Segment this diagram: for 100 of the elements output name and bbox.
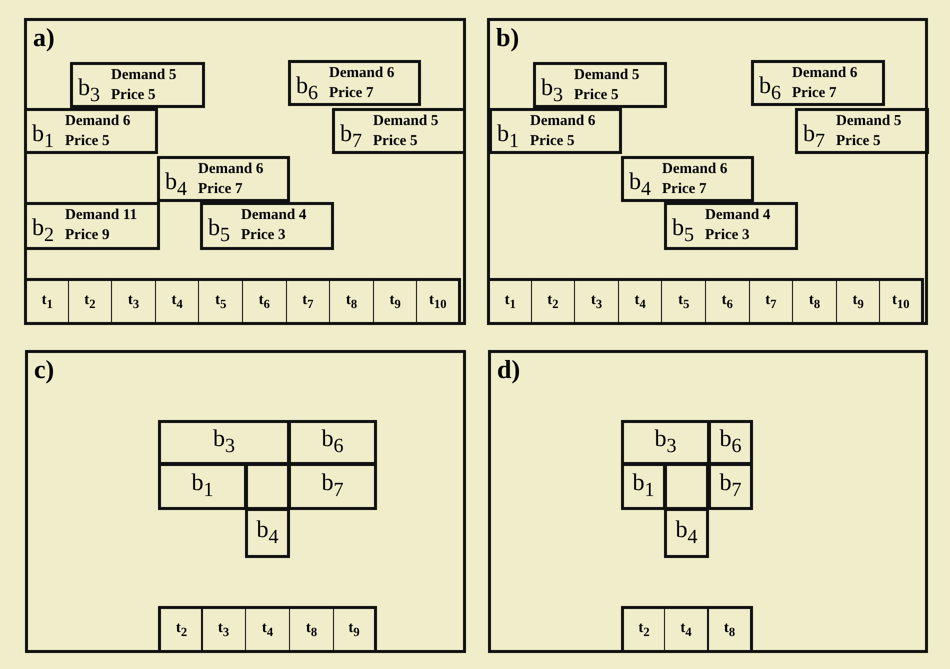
time-label: t$_{3}$ xyxy=(590,292,602,312)
bid-box xyxy=(70,62,205,108)
demand-text: Demand 5 xyxy=(111,66,176,84)
time-slot-cell xyxy=(333,606,377,653)
price-text: Price 5 xyxy=(111,86,156,104)
bid-label: b$_{2}$ xyxy=(32,215,54,248)
bid-label: b$_{4}$ xyxy=(165,169,187,202)
time-slot-cell xyxy=(664,606,708,653)
panel-frame xyxy=(487,18,928,325)
bid-block xyxy=(158,420,290,465)
price-text: Price 3 xyxy=(241,226,286,244)
time-label: t$_{1}$ xyxy=(42,292,53,312)
bid-box xyxy=(288,60,421,106)
time-label: t$_{6}$ xyxy=(258,292,270,312)
bid-box xyxy=(332,108,466,154)
bid-block xyxy=(288,420,377,465)
panel-frame xyxy=(24,18,466,325)
bid-block xyxy=(158,463,247,510)
bid-box xyxy=(664,202,798,250)
bid-box xyxy=(489,108,622,154)
bid-block xyxy=(664,508,709,558)
time-label: t$_{4}$ xyxy=(680,620,692,640)
time-slot-cell xyxy=(201,606,246,653)
bid-block xyxy=(621,463,666,510)
price-text: Price 7 xyxy=(329,84,374,102)
time-label: t$_{2}$ xyxy=(638,620,650,640)
price-text: Price 5 xyxy=(373,132,418,150)
time-label: t$_{1}$ xyxy=(504,292,516,312)
bid-block xyxy=(708,463,753,510)
demand-text: Demand 4 xyxy=(241,206,306,224)
price-text: Price 9 xyxy=(65,226,110,244)
bid-label: b$_{6}$ xyxy=(720,426,742,459)
empty-slot xyxy=(245,463,290,510)
bid-label: b$_{4}$ xyxy=(629,169,651,202)
bid-box xyxy=(157,156,290,202)
bid-label: b$_{3}$ xyxy=(78,75,100,108)
panel-label: a) xyxy=(33,23,55,53)
demand-text: Demand 5 xyxy=(373,112,438,130)
bid-box xyxy=(200,202,334,250)
time-label: t$_{5}$ xyxy=(678,292,690,312)
time-label: t$_{8}$ xyxy=(346,292,358,312)
bid-block xyxy=(288,463,377,510)
bid-label: b$_{7}$ xyxy=(322,470,344,503)
bid-label: b$_{7}$ xyxy=(340,121,362,154)
time-slot-cell xyxy=(416,278,461,325)
time-label: t$_{4}$ xyxy=(262,620,274,640)
bid-label: b$_{1}$ xyxy=(192,470,214,503)
price-text: Price 5 xyxy=(65,132,110,150)
bid-box xyxy=(533,62,667,108)
demand-text: Demand 11 xyxy=(65,206,138,224)
bid-box xyxy=(795,108,929,154)
demand-text: Demand 6 xyxy=(198,160,264,178)
demand-text: Demand 6 xyxy=(65,112,130,130)
bid-label: b$_{5}$ xyxy=(672,215,694,248)
time-label: t$_{4}$ xyxy=(171,292,183,312)
demand-text: Demand 6 xyxy=(792,64,858,82)
time-label: t$_{10}$ xyxy=(892,292,910,312)
bid-label: b$_{5}$ xyxy=(208,215,230,248)
time-label: t$_{8}$ xyxy=(808,292,820,312)
time-label: t$_{2}$ xyxy=(84,292,96,312)
bid-box xyxy=(24,108,158,154)
bid-label: b$_{6}$ xyxy=(759,73,781,106)
demand-text: Demand 5 xyxy=(836,112,902,130)
bid-label: b$_{6}$ xyxy=(296,73,318,106)
time-label: t$_{10}$ xyxy=(428,292,446,312)
time-label: t$_{3}$ xyxy=(128,292,140,312)
time-label: t$_{9}$ xyxy=(389,292,401,312)
time-label: t$_{6}$ xyxy=(722,292,733,312)
bid-label: b$_{1}$ xyxy=(497,121,519,154)
bid-label: b$_{3}$ xyxy=(541,75,563,108)
time-label: t$_{9}$ xyxy=(348,620,360,640)
time-label: t$_{4}$ xyxy=(634,292,646,312)
price-text: Price 3 xyxy=(705,226,750,244)
demand-text: Demand 5 xyxy=(574,66,640,84)
demand-text: Demand 6 xyxy=(530,112,596,130)
price-text: Price 5 xyxy=(530,132,575,150)
price-text: Price 7 xyxy=(792,84,837,102)
bid-label: b$_{4}$ xyxy=(676,516,698,550)
time-slot-cell xyxy=(708,606,753,653)
price-text: Price 5 xyxy=(836,132,881,150)
time-slot-cell xyxy=(621,606,665,653)
time-label: t$_{2}$ xyxy=(547,292,559,312)
panel-label: b) xyxy=(496,23,520,53)
time-label: t$_{3}$ xyxy=(218,620,230,640)
bid-box xyxy=(24,202,160,250)
panel-label: d) xyxy=(497,355,520,385)
price-text: Price 7 xyxy=(198,180,243,198)
price-text: Price 5 xyxy=(574,86,619,104)
bid-label: b$_{7}$ xyxy=(720,470,742,503)
bid-label: b$_{1}$ xyxy=(32,121,54,154)
bid-box xyxy=(751,60,885,106)
bid-label: b$_{6}$ xyxy=(322,426,344,459)
time-label: t$_{5}$ xyxy=(215,292,226,312)
time-label: t$_{2}$ xyxy=(176,620,188,640)
time-label: t$_{8}$ xyxy=(306,620,318,640)
bid-label: b$_{3}$ xyxy=(213,426,235,459)
demand-text: Demand 6 xyxy=(662,160,728,178)
bid-label: b$_{1}$ xyxy=(632,470,654,503)
panel-frame xyxy=(488,350,928,653)
demand-text: Demand 4 xyxy=(705,206,770,224)
